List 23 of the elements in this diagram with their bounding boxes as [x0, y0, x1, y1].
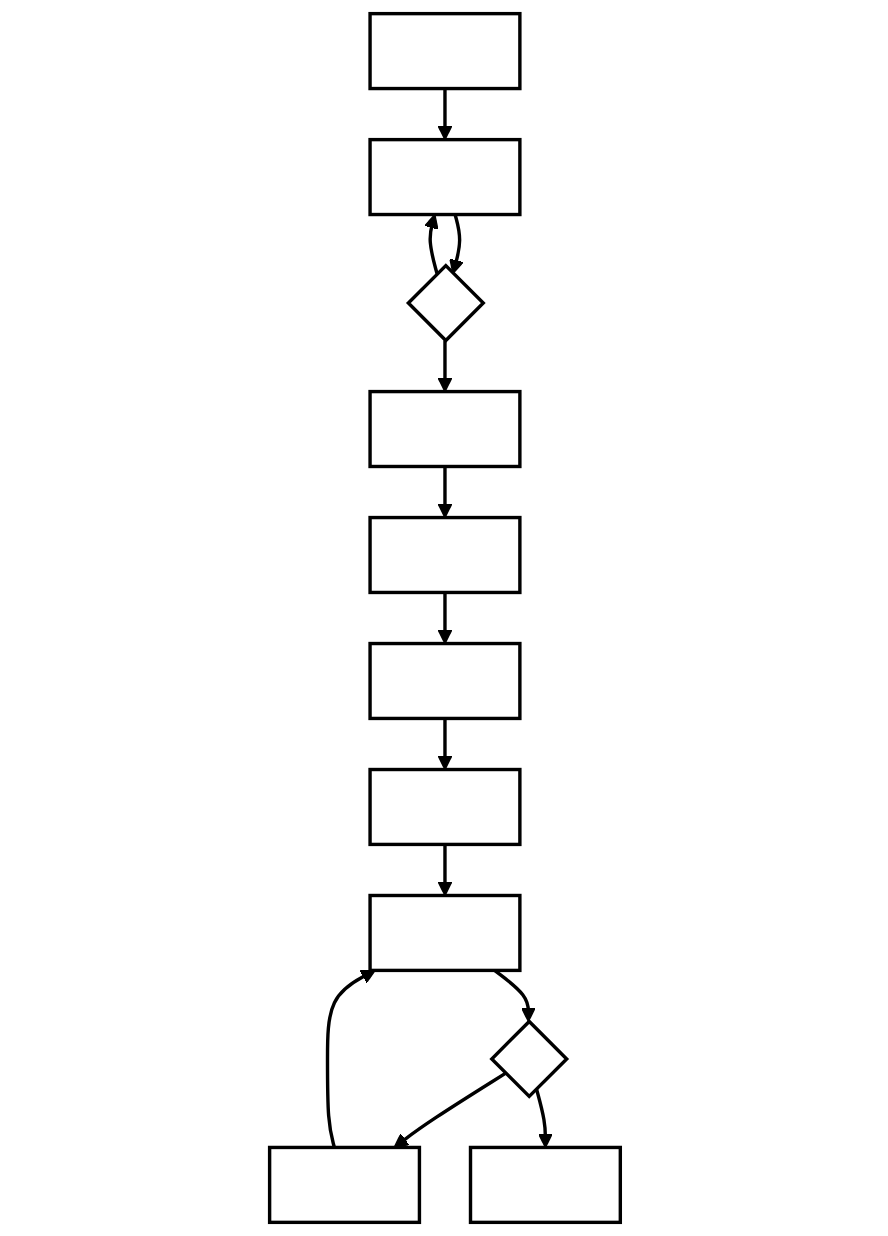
- arrow: [423, 213, 438, 274]
- arrow: [436, 88, 452, 141]
- node-diamond: [405, 263, 485, 343]
- node-box: [266, 1145, 421, 1225]
- node-diamond: [488, 1019, 569, 1099]
- node-box: [367, 11, 521, 91]
- node-box: [367, 137, 521, 217]
- arrow: [436, 718, 452, 771]
- arrow: [436, 340, 452, 393]
- arrow: [436, 844, 452, 897]
- node-box: [367, 893, 521, 973]
- arrow: [533, 1087, 552, 1149]
- arrow: [324, 969, 375, 1148]
- node-box: [467, 1145, 622, 1225]
- node-box: [367, 767, 521, 847]
- arrow: [448, 214, 463, 275]
- arrow: [436, 592, 452, 645]
- node-box: [367, 389, 521, 469]
- arrow: [392, 1071, 506, 1149]
- arrow: [492, 969, 535, 1023]
- node-box: [367, 515, 521, 595]
- node-box: [367, 641, 521, 721]
- arrow: [436, 466, 452, 519]
